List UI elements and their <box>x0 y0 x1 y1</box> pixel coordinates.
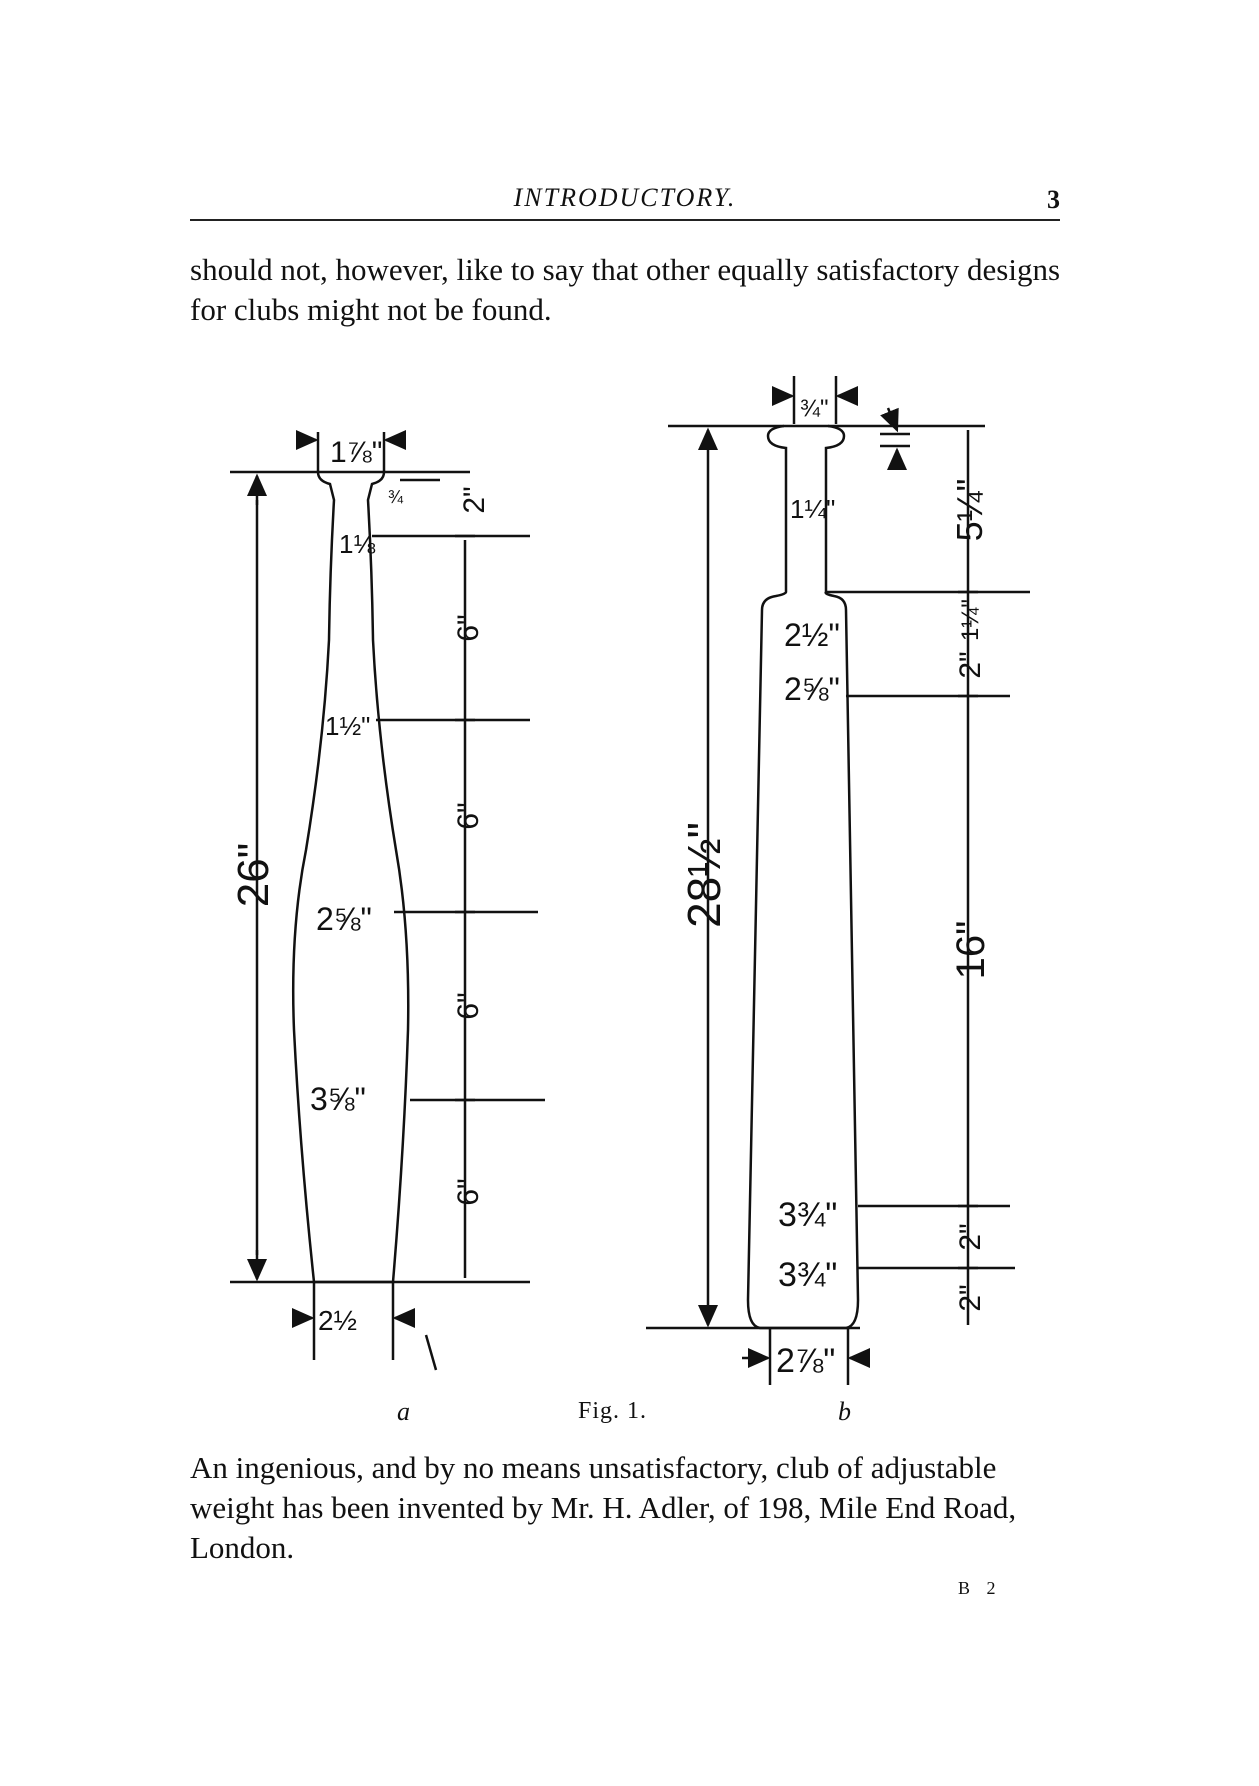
club-b-total-length: 28½" <box>678 822 730 928</box>
signature-mark: B 2 <box>958 1578 1002 1598</box>
club-b-middle: 16" <box>949 921 993 980</box>
club-a-segment-4: 6" <box>452 1178 485 1205</box>
club-b-handle-length: 5¼" <box>949 479 990 542</box>
running-header: INTRODUCTORY. 3 <box>190 183 1060 221</box>
club-b-top-width: ¾" <box>800 395 829 422</box>
club-a-outline <box>291 470 410 1284</box>
figure-caption: Fig. 1. <box>578 1398 647 1424</box>
paragraph-top: should not, however, like to say that ot… <box>190 252 1061 327</box>
club-a-neck-thick: ¾ <box>388 487 404 507</box>
club-b-diameter-2: 2⅝" <box>784 671 840 707</box>
club-b-diameter-3: 3¾" <box>778 1196 837 1234</box>
club-b-diameter-1: 2½" <box>784 617 840 653</box>
club-b-outline <box>746 424 860 1330</box>
club-a-total-length: 26" <box>229 843 278 908</box>
club-a-diameter-3: 3⅝" <box>310 1081 366 1117</box>
club-a-label: a <box>397 1397 410 1426</box>
club-a-diameter-2: 2⅝" <box>316 901 372 937</box>
club-b-gap-2a: 2" <box>954 651 987 678</box>
paragraph-bottom: An ingenious, and by no means unsatisfac… <box>190 1450 1017 1565</box>
club-figure: 1⅞" ¾ 1⅛ 1½" 2⅝" 3⅝" 2½ 26" 2" 6" 6" 6" … <box>229 376 1030 1426</box>
club-b-base: 2⅞" <box>776 1342 835 1380</box>
club-b-handle: 1¼" <box>790 494 835 524</box>
club-a-segment-2: 6" <box>452 802 485 829</box>
club-a-neck-offset: 2" <box>458 486 491 513</box>
running-title: INTRODUCTORY. <box>513 183 737 212</box>
club-b-label: b <box>838 1397 851 1426</box>
club-a-segment-1: 6" <box>452 614 485 641</box>
club-b-shoulder: 1¼" <box>957 599 984 641</box>
page-number: 3 <box>1047 185 1060 214</box>
club-b-gap-2c: 2" <box>954 1284 987 1311</box>
club-b-diameter-4: 3¾" <box>778 1256 837 1294</box>
club-a-diameter-1: 1½" <box>325 711 370 741</box>
club-b-gap-2b: 2" <box>954 1223 987 1250</box>
club-a-segment-3: 6" <box>452 992 485 1019</box>
club-a-base: 2½ <box>318 1305 357 1336</box>
club-a-top-width: 1⅞" <box>330 436 382 469</box>
club-a-neck-diameter: 1⅛ <box>339 529 375 559</box>
